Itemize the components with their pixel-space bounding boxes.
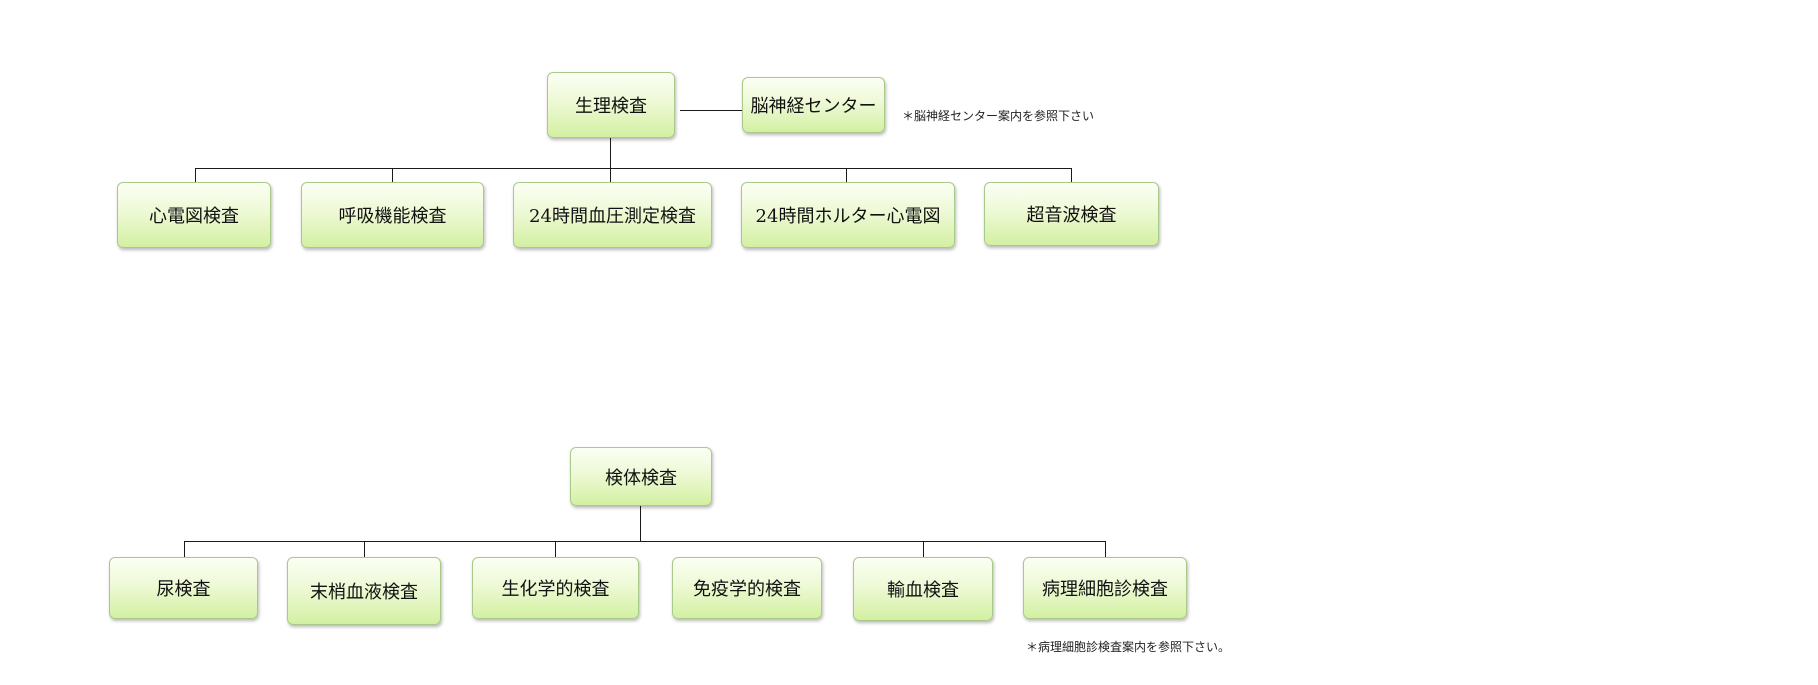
connector-line [1071, 168, 1072, 182]
connector-line [364, 541, 365, 557]
node-respiratory-function: 呼吸機能検査 [301, 182, 484, 248]
node-peripheral-blood: 末梢血液検査 [287, 557, 441, 625]
node-urinalysis: 尿検査 [109, 557, 258, 619]
pathology-note: ＊病理細胞診検査案内を参照下さい。 [1026, 640, 1231, 654]
node-pathology-cytology: 病理細胞診検査 [1023, 557, 1187, 619]
node-immunological: 免疫学的検査 [672, 557, 822, 619]
node-blood-transfusion: 輸血検査 [853, 557, 993, 621]
connector-line [392, 168, 393, 182]
connector-line [184, 541, 1105, 542]
neuro-center-note: ＊脳神経センター案内を参照下さい [902, 109, 1095, 123]
node-ecg: 心電図検査 [117, 182, 271, 248]
connector-line [195, 168, 196, 182]
node-biochemical: 生化学的検査 [472, 557, 639, 619]
connector-line [640, 506, 641, 541]
connector-line [680, 110, 742, 111]
node-ultrasound: 超音波検査 [984, 182, 1159, 246]
connector-line [195, 168, 1071, 169]
node-neuro-center: 脳神経センター [742, 77, 885, 133]
node-24h-blood-pressure: 24時間血圧測定検査 [513, 182, 712, 248]
connector-line [610, 138, 611, 168]
connector-line [846, 168, 847, 182]
node-physiology-root: 生理検査 [547, 72, 675, 138]
connector-line [555, 541, 556, 557]
connector-line [923, 541, 924, 557]
connector-line [1105, 541, 1106, 557]
node-24h-holter-ecg: 24時間ホルター心電図 [741, 182, 955, 248]
connector-line [610, 168, 611, 182]
node-specimen-root: 検体検査 [570, 447, 712, 506]
connector-line [184, 541, 185, 557]
